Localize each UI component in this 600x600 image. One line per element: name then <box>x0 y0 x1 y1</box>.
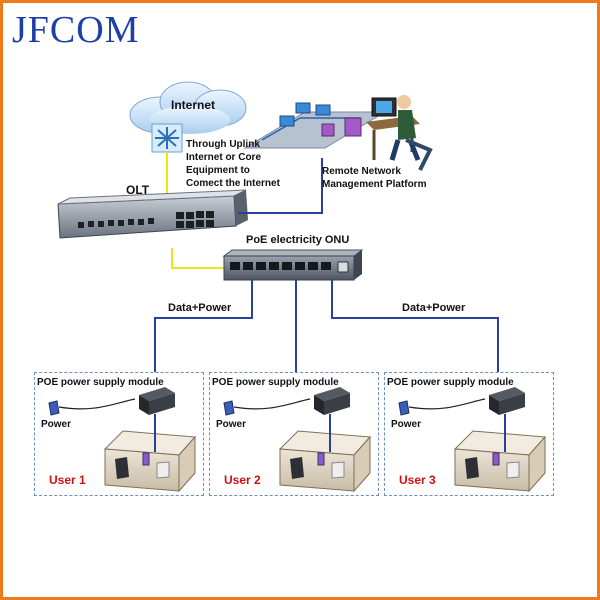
olt-device-icon <box>57 189 248 239</box>
poe-module-illustration <box>398 387 547 493</box>
brand-logo: JFCOM <box>12 9 140 51</box>
internet-label: Internet <box>171 98 216 112</box>
power-plug-icon <box>223 398 311 416</box>
link-label-right: Data+Power <box>402 302 466 314</box>
core-switch-icon <box>151 123 183 153</box>
room-icon <box>278 430 372 493</box>
remote-line-2: Management Platform <box>322 179 427 190</box>
olt-label: OLT <box>126 183 150 197</box>
user-label: User 2 <box>224 473 261 487</box>
link-label-left: Data+Power <box>168 302 232 314</box>
power-label: Power <box>216 419 247 430</box>
power-label: Power <box>41 419 72 430</box>
management-link <box>238 158 323 214</box>
poe-module-title: POE power supply module <box>387 377 514 388</box>
room-icon <box>453 430 547 493</box>
poe-module-illustration <box>223 387 372 493</box>
uplink-line-2: Internet or Core <box>186 152 262 163</box>
poe-module-illustration <box>48 387 197 493</box>
operator-icon <box>366 95 433 171</box>
onu-device-icon <box>222 249 364 281</box>
power-plug-icon <box>398 398 486 416</box>
user-label: User 1 <box>49 473 86 487</box>
poe-injector-icon <box>314 387 350 415</box>
onu-label: PoE electricity ONU <box>246 234 350 246</box>
remote-line-1: Remote Network <box>322 166 401 177</box>
power-plug-icon <box>48 398 136 416</box>
user-label: User 3 <box>399 473 436 487</box>
remote-platform-label: Remote Network Management Platform <box>322 165 426 191</box>
room-icon <box>103 430 197 493</box>
uplink-description: Through Uplink Internet or Core Equipmen… <box>186 138 280 190</box>
poe-module-title: POE power supply module <box>37 377 164 388</box>
power-label: Power <box>391 419 422 430</box>
poe-module-title: POE power supply module <box>212 377 339 388</box>
uplink-line-3: Equipment to <box>186 165 250 176</box>
poe-injector-icon <box>489 387 525 415</box>
uplink-line-4: Comect the Internet <box>186 178 280 189</box>
uplink-line-1: Through Uplink <box>186 139 260 150</box>
poe-injector-icon <box>139 387 175 415</box>
